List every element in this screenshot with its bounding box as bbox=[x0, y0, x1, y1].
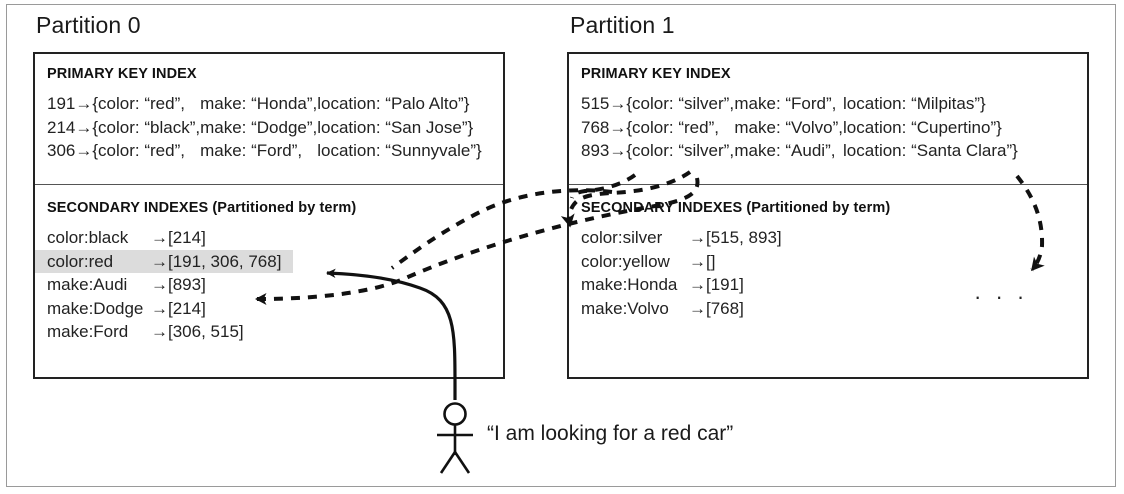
figure-outer-frame bbox=[6, 4, 1116, 487]
arrow-glyph-icon: → bbox=[609, 94, 627, 113]
pk-key: 214 bbox=[47, 117, 76, 137]
arrow-glyph-icon: → bbox=[689, 275, 706, 294]
partition-1-section-divider bbox=[569, 184, 1087, 185]
partition-0-primary-table: 191 → {color: “red”, make: “Honda”, loca… bbox=[47, 92, 482, 163]
sec-term: make:Dodge bbox=[47, 298, 144, 318]
pk-make: make: “Dodge”, bbox=[200, 117, 318, 137]
sec-postings: [] bbox=[706, 251, 716, 271]
partition-1-box: PRIMARY KEY INDEX 515 → {color: “silver”… bbox=[567, 52, 1089, 379]
arrow-glyph-icon: → bbox=[689, 298, 706, 318]
pk-location: location: “Palo Alto”} bbox=[317, 94, 470, 113]
list-item: make:Dodge → [214] bbox=[35, 297, 293, 321]
sec-postings: [306, 515] bbox=[168, 322, 244, 341]
sec-postings: [214] bbox=[168, 298, 206, 318]
table-row: 893 → {color: “silver”, make: “Audi”, lo… bbox=[581, 139, 1018, 163]
pk-key: 515 bbox=[581, 94, 610, 113]
list-item: color:black → [214] bbox=[35, 226, 293, 250]
partition-1-secondary-table: color:silver → [515, 893] color:yellow →… bbox=[581, 226, 782, 320]
arrow-glyph-icon: → bbox=[151, 322, 168, 341]
list-item: make:Audi → [893] bbox=[35, 273, 293, 297]
table-row: 191 → {color: “red”, make: “Honda”, loca… bbox=[47, 92, 482, 116]
pk-color: {color: “silver”, bbox=[626, 141, 735, 160]
pk-key: 306 bbox=[47, 141, 76, 160]
pk-color: {color: “red”, bbox=[92, 94, 185, 113]
table-row: 306 → {color: “red”, make: “Ford”, locat… bbox=[47, 139, 482, 163]
list-item: make:Volvo → [768] bbox=[581, 297, 782, 321]
sec-term: make:Honda bbox=[581, 275, 678, 294]
partition-1-secondary-heading: SECONDARY INDEXES (Partitioned by term) bbox=[581, 200, 891, 216]
pk-key: 893 bbox=[581, 141, 610, 160]
pk-key: 768 bbox=[581, 117, 610, 137]
arrow-glyph-icon: → bbox=[75, 141, 93, 160]
arrow-glyph-icon: → bbox=[151, 228, 168, 247]
sec-term: color:yellow bbox=[581, 251, 670, 271]
pk-location: location: “Milpitas”} bbox=[843, 94, 986, 113]
list-item: make:Ford → [306, 515] bbox=[35, 320, 293, 344]
pk-color: {color: “red”, bbox=[92, 141, 185, 160]
ellipsis-more-terms: · · · bbox=[974, 284, 1029, 309]
partition-0-section-divider bbox=[35, 184, 503, 185]
sec-term: make:Audi bbox=[47, 275, 128, 294]
table-row: 214 → {color: “black”, make: “Dodge”, lo… bbox=[47, 116, 482, 140]
table-row: 515 → {color: “silver”, make: “Ford”, lo… bbox=[581, 92, 1018, 116]
pk-color: {color: “red”, bbox=[626, 117, 719, 137]
pk-location: location: “Santa Clara”} bbox=[843, 141, 1018, 160]
partition-0-secondary-heading: SECONDARY INDEXES (Partitioned by term) bbox=[47, 200, 357, 216]
sec-postings: [893] bbox=[168, 275, 206, 294]
arrow-glyph-icon: → bbox=[75, 117, 93, 137]
arrow-glyph-icon: → bbox=[689, 228, 706, 247]
pk-color: {color: “silver”, bbox=[626, 94, 735, 113]
sec-postings: [214] bbox=[168, 228, 206, 247]
arrow-glyph-icon: → bbox=[151, 249, 168, 273]
pk-make: make: “Honda”, bbox=[200, 94, 318, 113]
sec-postings: [515, 893] bbox=[706, 228, 782, 247]
partition-0-primary-heading: PRIMARY KEY INDEX bbox=[47, 66, 197, 82]
sec-term: color:red bbox=[35, 249, 151, 273]
pk-make: make: “Audi”, bbox=[734, 141, 836, 160]
list-item: make:Honda → [191] bbox=[581, 273, 782, 297]
arrow-glyph-icon: → bbox=[151, 275, 168, 294]
partition-0-box: PRIMARY KEY INDEX 191 → {color: “red”, m… bbox=[33, 52, 505, 379]
sec-term: color:black bbox=[47, 228, 129, 247]
user-query-caption: “I am looking for a red car” bbox=[487, 422, 734, 445]
arrow-glyph-icon: → bbox=[609, 117, 627, 137]
partition-0-secondary-table: color:black → [214] color:red → [191, 30… bbox=[35, 226, 294, 344]
pk-location: location: “Sunnyvale”} bbox=[317, 141, 482, 160]
partition-1-title: Partition 1 bbox=[570, 12, 675, 38]
list-item: color:silver → [515, 893] bbox=[581, 226, 782, 250]
pk-location: location: “Cupertino”} bbox=[843, 117, 1002, 137]
partition-0-title: Partition 0 bbox=[36, 12, 141, 38]
pk-key: 191 bbox=[47, 94, 76, 113]
list-item-highlighted: color:red → [191, 306, 768] bbox=[35, 249, 294, 273]
pk-make: make: “Ford”, bbox=[200, 141, 303, 160]
sec-postings: [191] bbox=[706, 275, 744, 294]
partition-1-primary-table: 515 → {color: “silver”, make: “Ford”, lo… bbox=[581, 92, 1018, 163]
pk-make: make: “Ford”, bbox=[734, 94, 837, 113]
pk-color: {color: “black”, bbox=[92, 117, 201, 137]
arrow-glyph-icon: → bbox=[75, 94, 93, 113]
arrow-glyph-icon: → bbox=[689, 251, 706, 271]
list-item: color:yellow → [] bbox=[581, 250, 782, 274]
arrow-glyph-icon: → bbox=[609, 141, 627, 160]
table-row: 768 → {color: “red”, make: “Volvo”, loca… bbox=[581, 116, 1018, 140]
sec-postings: [191, 306, 768] bbox=[168, 249, 294, 273]
sec-postings: [768] bbox=[706, 298, 744, 318]
arrow-glyph-icon: → bbox=[151, 298, 168, 318]
sec-term: make:Ford bbox=[47, 322, 129, 341]
pk-location: location: “San Jose”} bbox=[317, 117, 474, 137]
sec-term: make:Volvo bbox=[581, 298, 669, 318]
pk-make: make: “Volvo”, bbox=[734, 117, 844, 137]
partition-1-primary-heading: PRIMARY KEY INDEX bbox=[581, 66, 731, 82]
sec-term: color:silver bbox=[581, 228, 663, 247]
